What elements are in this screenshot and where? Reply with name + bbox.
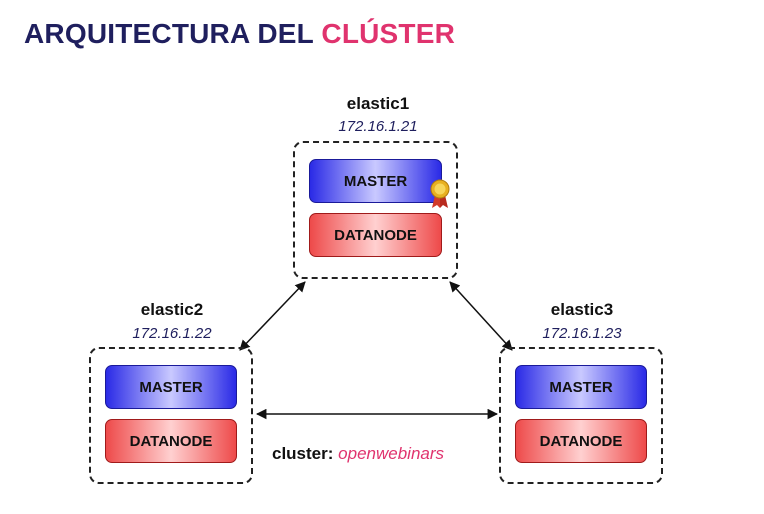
role-datanode-label: DATANODE [334,226,417,244]
node-ip-elastic1: 172.16.1.21 [338,118,418,135]
node-name-elastic1: elastic1 [346,94,410,113]
node-box-elastic3: MASTER DATANODE [499,347,663,484]
role-datanode-label: DATANODE [129,432,213,450]
medal-icon [430,179,450,208]
node-box-elastic2: MASTER DATANODE [89,347,253,484]
role-datanode-elastic1: DATANODE [309,213,442,257]
role-master-label: MASTER [343,172,408,190]
role-datanode-elastic3: DATANODE [515,419,647,463]
role-master-elastic3: MASTER [515,365,647,409]
role-master-elastic2: MASTER [105,365,237,409]
node-ip-elastic3: 172.16.1.23 [542,325,622,342]
node-name-elastic3: elastic3 [550,300,614,319]
role-master-elastic1: MASTER [309,159,442,203]
title-part-2: CLÚSTER [321,18,456,49]
cluster-value: openwebinars [338,444,445,463]
title-part-1: ARQUITECTURA DEL [24,18,314,49]
node-box-elastic1: MASTER DATANODE [293,141,458,279]
role-master-label: MASTER [139,378,203,396]
node-name-elastic2: elastic2 [140,300,204,319]
cluster-name-label: cluster: openwebinars [272,444,444,464]
page-title: ARQUITECTURA DEL CLÚSTER [24,18,455,50]
role-master-label: MASTER [549,378,613,396]
role-datanode-elastic2: DATANODE [105,419,237,463]
cluster-key: cluster: [272,444,334,463]
role-datanode-label: DATANODE [539,432,623,450]
node-ip-elastic2: 172.16.1.22 [132,325,212,342]
